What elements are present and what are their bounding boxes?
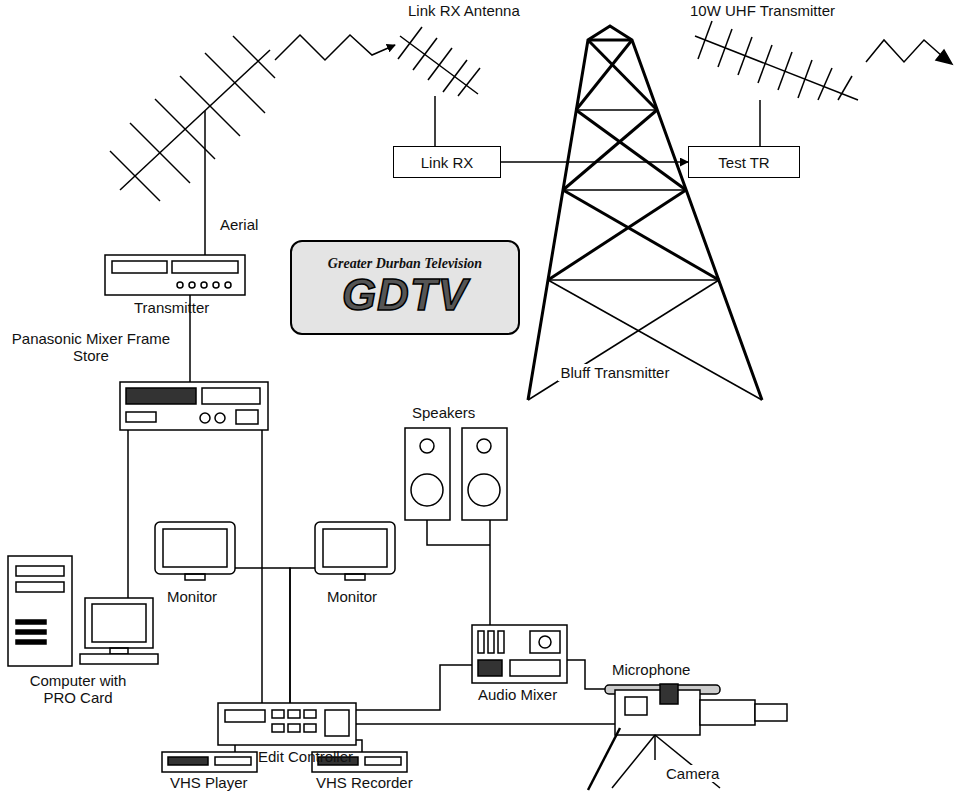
tower-label: Bluff Transmitter: [558, 364, 672, 381]
device-node: Edit Controller: [218, 703, 356, 745]
connector: [356, 665, 472, 710]
device-label: Edit Controller: [258, 748, 353, 765]
connector: [204, 250, 206, 255]
device-node: Link RX Antenna: [395, 24, 480, 96]
connector: [275, 35, 395, 60]
connector: [567, 660, 605, 689]
radio-wave: [866, 40, 952, 64]
device-node: Panasonic Mixer Frame Store: [120, 382, 268, 430]
connector: [356, 723, 615, 725]
device-label: Audio Mixer: [478, 686, 557, 703]
device-node: Speakers: [405, 428, 507, 520]
device-label: Transmitter: [134, 299, 209, 316]
device-node: Computer with PRO Card: [85, 598, 153, 664]
transmitter-icon: [105, 255, 245, 295]
connector: [489, 520, 491, 625]
device-node: Monitor: [155, 522, 235, 580]
audio-mixer-icon: [472, 625, 567, 683]
link-antenna-icon: [398, 27, 480, 96]
device-node: Transmitter: [105, 255, 245, 295]
device-node: Audio Mixer: [472, 625, 567, 683]
connector: [356, 740, 362, 752]
device-label: Camera: [664, 765, 721, 782]
device-node: Microphone: [605, 685, 720, 694]
aerial-icon: [110, 36, 275, 250]
connector: [127, 430, 129, 598]
edit-controller-icon: [218, 703, 356, 745]
device-node: Monitor: [315, 522, 395, 580]
connector: [501, 161, 688, 163]
computer-icon: [8, 556, 158, 666]
device-label: Panasonic Mixer Frame Store: [5, 330, 177, 364]
device-node: Bluff Transmitter: [560, 350, 670, 394]
process-box: Test TR: [688, 146, 800, 178]
device-label: VHS Player: [170, 774, 248, 791]
monitor-icon: [155, 522, 395, 580]
logo-mark: GDTV: [342, 271, 468, 319]
process-box: Link RX: [393, 146, 501, 178]
mixer-icon: [120, 382, 268, 430]
device-node: Aerial: [110, 35, 275, 250]
device-node: VHS Player: [162, 752, 257, 772]
logo-box: Greater Durban TelevisionGDTV: [290, 240, 520, 335]
device-label: Computer with PRO Card: [28, 672, 128, 706]
connector: [434, 96, 436, 146]
logo-heading: Greater Durban Television: [310, 256, 500, 271]
camera-icon: [588, 684, 787, 790]
connector: [235, 568, 290, 703]
connector: [759, 100, 761, 146]
antenna-label: Link RX Antenna: [408, 2, 520, 19]
process-box: Link RX: [421, 154, 474, 171]
device-label: VHS Recorder: [316, 774, 413, 791]
antenna-label: 10W UHF Transmitter: [690, 2, 835, 19]
device-node: VHS Recorder: [312, 752, 407, 772]
connector: [261, 430, 263, 703]
speaker-icon: [405, 428, 507, 545]
connector: [290, 568, 315, 703]
aerial-label: Aerial: [220, 216, 258, 233]
tower-icon: [528, 26, 762, 400]
connector: [234, 745, 236, 752]
uhf-antenna-icon: [695, 21, 858, 100]
process-box: Test TR: [718, 154, 769, 171]
device-node: 10W UHF Transmitter: [690, 28, 860, 100]
device-node: Camera: [615, 690, 787, 735]
device-label: Monitor: [327, 588, 377, 605]
device-label: Monitor: [167, 588, 217, 605]
device-label: Microphone: [612, 661, 690, 678]
device-label: Speakers: [412, 404, 475, 421]
